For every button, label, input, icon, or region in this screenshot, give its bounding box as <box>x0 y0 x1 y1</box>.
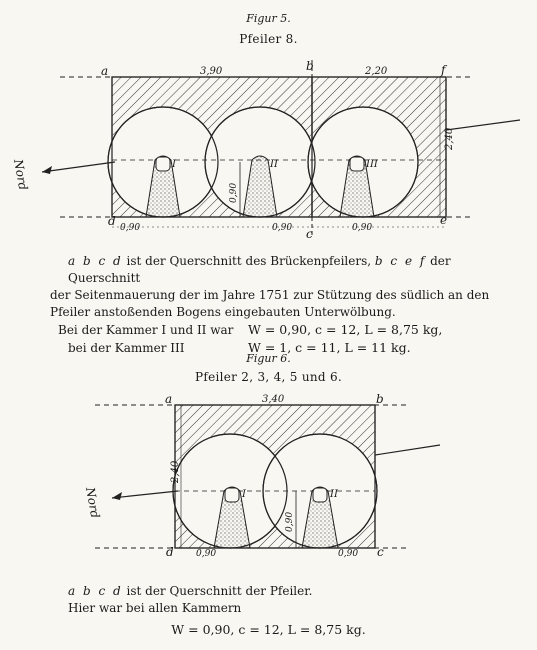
figure6-diagram: a b d c 3,40 2,40 I II 0,90 0,90 0,90 No… <box>0 380 537 560</box>
text-line1a: ist der Querschnitt des Brückenpfeilers, <box>122 254 375 268</box>
figure5-description: a b c d ist der Querschnitt des Brückenp… <box>50 253 500 357</box>
dim-bottom-2: 0,90 <box>272 223 292 233</box>
figure6-description: a b c d ist der Querschnitt der Pfeiler.… <box>68 583 488 617</box>
figure5-subtitle: Pfeiler 8. <box>239 32 298 46</box>
dim-top-right: 2,20 <box>364 66 388 77</box>
dim-bottom-1: 0,90 <box>120 223 140 233</box>
label-f: f <box>440 63 448 77</box>
label-d: d <box>108 214 116 228</box>
label-e: e <box>440 213 447 227</box>
label-c: c <box>306 227 313 240</box>
text-line1b: der Querschnitt <box>68 254 451 285</box>
dim-right: 2,40 <box>444 127 455 151</box>
text6-abcd: a b c d <box>68 584 123 598</box>
dim-height-6: 0,90 <box>285 512 295 532</box>
chamber-label-1: I <box>171 159 177 170</box>
figure6-subtitle: Pfeiler 2, 3, 4, 5 und 6. <box>194 370 343 384</box>
nord-label: Nord <box>11 157 30 191</box>
text6-line1: ist der Querschnitt der Pfeiler. <box>122 584 313 598</box>
north-arrow-6 <box>111 490 179 499</box>
label-a-6: a <box>165 392 172 406</box>
chamber-label-3: III <box>365 159 379 170</box>
text-bcef: b c e f <box>374 254 427 268</box>
north-arrow <box>41 161 116 173</box>
formula-line5: W = 1, c = 11, L = 11 kg. <box>248 340 411 355</box>
formula-line4: W = 0,90, c = 12, L = 8,75 kg, <box>248 322 443 337</box>
chamber-label-6-1: I <box>241 489 247 500</box>
label-b: b <box>306 59 314 73</box>
label-b-6: b <box>376 392 384 406</box>
figure5-caption: Figur 5. <box>246 12 291 25</box>
dim-bottom-6-2: 0,90 <box>338 549 358 559</box>
label-c-6: c <box>377 545 384 559</box>
chamber-cone-2 <box>242 155 278 218</box>
figure5-diagram: a b f e d c 3,90 2,20 2,40 I II III 0,90… <box>0 0 537 240</box>
formula6: W = 0,90, c = 12, L = 8,75 kg. <box>171 622 366 637</box>
nord-label-6: Nord <box>83 485 102 519</box>
dim-height: 0,90 <box>229 183 239 203</box>
dim-top-left: 3,90 <box>200 66 223 77</box>
text6-line2: Hier war bei allen Kammern <box>68 601 242 615</box>
label-d-6: d <box>166 545 174 559</box>
text-line2: der Seitenmauerung der im Jahre 1751 zur… <box>50 288 490 302</box>
dim-left-6: 2,40 <box>170 460 181 484</box>
label-a: a <box>101 64 108 78</box>
dim-bottom-6-1: 0,90 <box>196 549 216 559</box>
text-line4-label: Bei der Kammer I und II war <box>58 323 234 337</box>
text-line5-label: bei der Kammer III <box>68 341 185 355</box>
figure6-caption: Figur 6. <box>246 352 291 365</box>
dim-bottom-3: 0,90 <box>352 223 372 233</box>
chamber-label-2: II <box>269 159 279 170</box>
chamber-label-6-2: II <box>329 489 339 500</box>
text-line3: Pfeiler anstoßenden Bogens eingebauten U… <box>50 305 396 319</box>
dim-top-6: 3,40 <box>262 394 285 405</box>
text-abcd: a b c d <box>68 254 123 268</box>
